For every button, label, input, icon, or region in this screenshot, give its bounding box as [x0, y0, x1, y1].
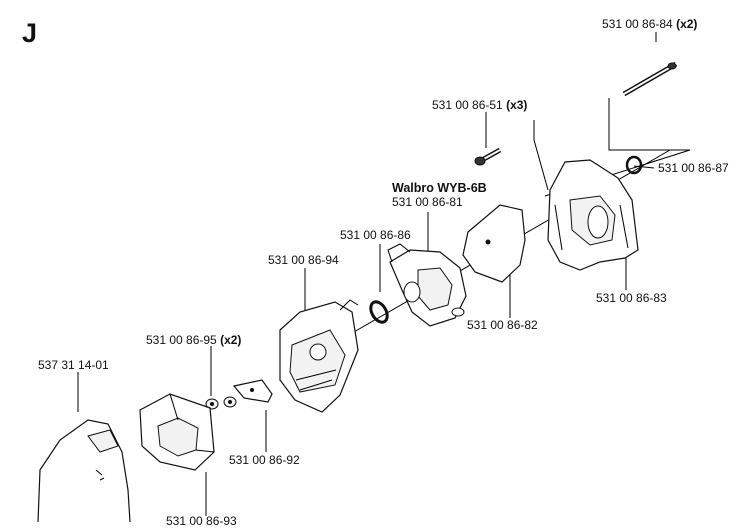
label-531-00-86-92: 531 00 86-92: [229, 453, 300, 467]
section-letter: J: [22, 18, 38, 48]
part-code: 531 00 86-51: [432, 98, 503, 112]
part-qty: (x2): [676, 17, 698, 31]
label-531-00-86-81: 531 00 86-81: [392, 195, 463, 209]
label-537-31-14-01: 537 31 14-01: [38, 358, 109, 372]
label-531-00-86-86: 531 00 86-86: [340, 228, 411, 242]
part-code: 531 00 86-84: [602, 17, 673, 31]
label-531-00-86-51: 531 00 86-51 (x3): [432, 98, 527, 112]
part-code: 531 00 86-95: [146, 333, 217, 347]
label-531-00-86-84: 531 00 86-84 (x2): [602, 17, 697, 31]
label-531-00-86-83: 531 00 86-83: [596, 291, 667, 305]
screw: [474, 147, 502, 166]
part-code: 531 00 86-93: [166, 514, 237, 528]
part-code: 537 31 14-01: [38, 358, 109, 372]
foam-filter: [139, 393, 215, 471]
o-ring: [369, 300, 389, 324]
part-code: 531 00 86-86: [340, 228, 411, 242]
filter-cover: [37, 419, 131, 522]
label-531-00-86-94: 531 00 86-94: [268, 253, 339, 267]
filter-housing: [279, 299, 359, 413]
nuts: [205, 396, 237, 410]
label-531-00-86-82: 531 00 86-82: [467, 318, 538, 332]
part-code: 531 00 86-83: [596, 291, 667, 305]
part-code: 531 00 86-81: [392, 195, 463, 209]
bracket: [232, 379, 273, 403]
part-qty: (x3): [506, 98, 528, 112]
carburetor-model: Walbro WYB-6B: [392, 181, 487, 195]
label-531-00-86-87: 531 00 86-87: [658, 161, 729, 175]
part-code: 531 00 86-87: [658, 161, 729, 175]
o-ring-small: [625, 155, 643, 175]
intake-manifold: [547, 159, 639, 271]
label-531-00-86-93: 531 00 86-93: [166, 514, 237, 528]
label-531-00-86-95: 531 00 86-95 (x2): [146, 333, 241, 347]
carburetor: [387, 243, 467, 327]
part-code: 531 00 86-82: [467, 318, 538, 332]
part-code: 531 00 86-92: [229, 453, 300, 467]
gasket: [462, 204, 526, 283]
part-code: 531 00 86-94: [268, 253, 339, 267]
part-qty: (x2): [220, 333, 242, 347]
long-bolt: [622, 61, 678, 97]
